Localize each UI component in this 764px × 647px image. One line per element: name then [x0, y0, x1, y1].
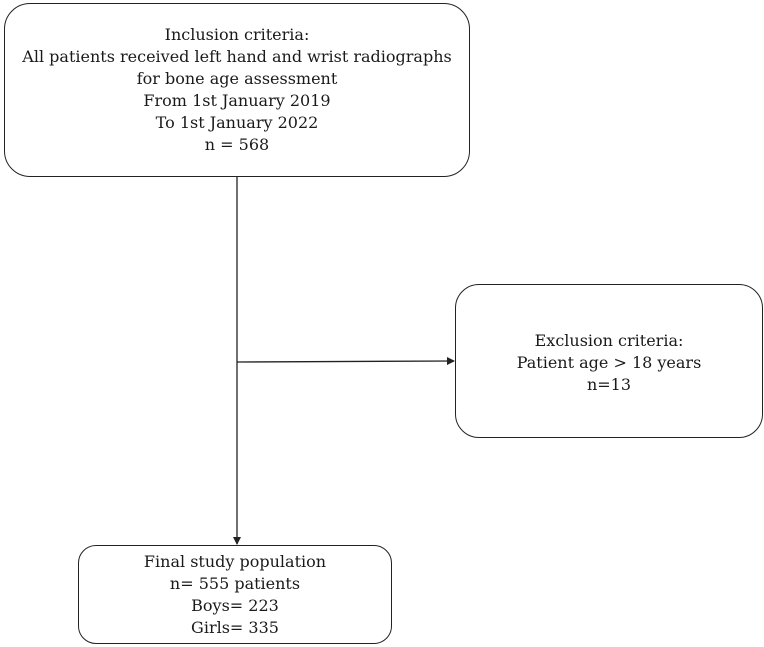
exclusion-description: Patient age > 18 years — [516, 353, 702, 372]
inclusion-count: n = 568 — [204, 135, 270, 154]
connector-to-exclusion — [236, 357, 455, 366]
final-total-count: n= 555 patients — [169, 573, 301, 593]
inclusion-end-date: To 1st January 2022 — [155, 113, 319, 132]
exclusion-title: Exclusion criteria: — [534, 331, 684, 350]
final-population-box: Final study population n= 555 patients B… — [78, 545, 392, 644]
inclusion-purpose: for bone age assessment — [136, 69, 338, 88]
final-girls-count: Girls= 335 — [191, 617, 279, 637]
exclusion-criteria-box: Exclusion criteria: Patient age > 18 yea… — [455, 284, 763, 438]
inclusion-description: All patients received left hand and wris… — [22, 47, 452, 66]
final-title: Final study population — [143, 551, 327, 571]
inclusion-criteria-box: Inclusion criteria: All patients receive… — [4, 3, 470, 177]
inclusion-title: Inclusion criteria: — [164, 25, 310, 44]
final-boys-count: Boys= 223 — [191, 595, 279, 615]
inclusion-start-date: From 1st January 2019 — [143, 91, 331, 110]
exclusion-count: n=13 — [586, 375, 632, 394]
